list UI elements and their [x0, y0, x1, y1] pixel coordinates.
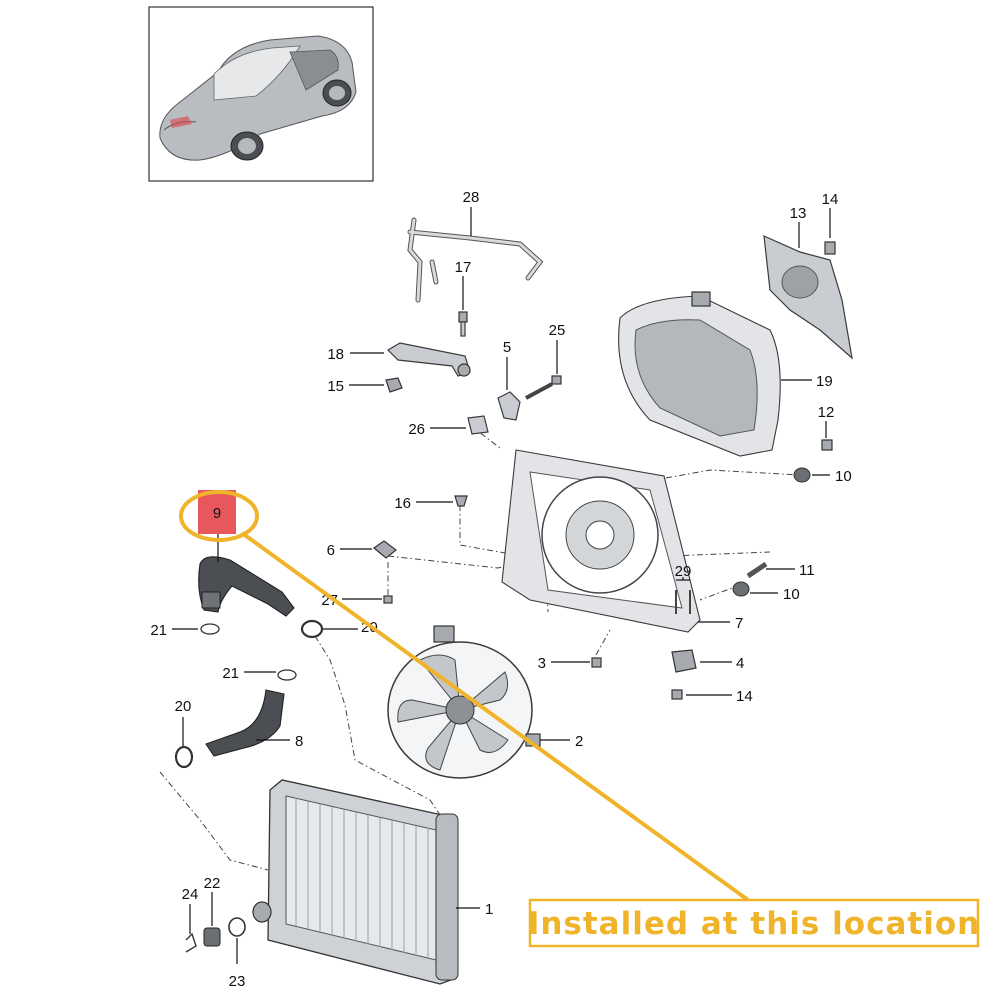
part-11-bolt — [746, 561, 768, 579]
part-24-clip — [185, 932, 197, 953]
part-20-clamp-upper — [300, 619, 324, 639]
label-2: 2 — [575, 733, 583, 750]
part-2-fan — [387, 625, 541, 779]
leader-lines — [172, 207, 831, 964]
part-3-bolt — [591, 657, 602, 668]
callout-text: Installed at this location — [528, 906, 980, 942]
label-29: 29 — [675, 563, 692, 580]
label-19: 19 — [816, 373, 833, 390]
label-5: 5 — [503, 339, 511, 356]
part-19-air-duct — [618, 291, 781, 457]
part-8-lower-hose — [205, 689, 285, 757]
label-10-bottom: 10 — [783, 586, 800, 603]
label-21-upper: 21 — [150, 622, 167, 639]
label-22: 22 — [204, 875, 221, 892]
label-11: 11 — [799, 562, 815, 579]
label-21-lower: 21 — [222, 665, 239, 682]
part-13-cover-plate — [763, 235, 853, 360]
label-3: 3 — [538, 655, 546, 672]
part-18-bracket-hose — [387, 342, 471, 377]
part-20-clamp-lower — [174, 745, 194, 769]
part-25-bolt — [525, 375, 562, 400]
callout-box — [528, 898, 980, 948]
part-22-drain-plug — [203, 927, 221, 947]
label-27: 27 — [321, 592, 338, 609]
part-9-highlight — [198, 490, 236, 534]
label-23: 23 — [229, 973, 246, 990]
part-27-bolt — [383, 595, 393, 604]
label-9: 9 — [213, 505, 221, 522]
label-4: 4 — [736, 655, 744, 672]
label-8: 8 — [295, 733, 303, 750]
part-4-bracket — [671, 649, 697, 673]
part-10-grommet-bottom — [732, 581, 750, 597]
label-24: 24 — [182, 886, 199, 903]
label-18: 18 — [327, 346, 344, 363]
part-14-clip-bottom — [671, 689, 683, 700]
label-12: 12 — [818, 404, 835, 421]
label-6: 6 — [327, 542, 335, 559]
label-1: 1 — [485, 901, 493, 918]
part-10-grommet-top — [793, 467, 811, 483]
part-9-upper-hose — [198, 556, 295, 617]
part-26-clip-nut — [467, 415, 489, 435]
part-17-bolt — [458, 311, 468, 337]
part-23-seal — [228, 917, 246, 937]
label-7: 7 — [735, 615, 743, 632]
label-13: 13 — [790, 205, 807, 222]
part-6-bracket — [373, 540, 397, 559]
label-17: 17 — [455, 259, 472, 276]
part-5-bracket — [497, 391, 521, 421]
label-16: 16 — [394, 495, 411, 512]
label-10-top: 10 — [835, 468, 852, 485]
label-15: 15 — [327, 378, 344, 395]
label-14-bottom: 14 — [736, 688, 753, 705]
part-1-radiator — [252, 779, 459, 985]
part-21-o-ring-upper — [200, 623, 220, 635]
part-28-pipe — [407, 217, 544, 303]
label-14-top: 14 — [822, 191, 839, 208]
part-7-fan-shroud — [501, 449, 701, 633]
part-16-clip — [454, 495, 468, 507]
label-28: 28 — [463, 189, 480, 206]
part-12-clip — [821, 439, 833, 451]
callout-circle — [179, 490, 259, 542]
installation-callout: Installed at this location — [179, 490, 980, 948]
label-20-lower: 20 — [175, 698, 192, 715]
part-29-screws — [675, 590, 691, 614]
label-26: 26 — [408, 421, 425, 438]
callout-pointer-line — [240, 531, 750, 902]
part-14-clip-top — [824, 241, 836, 255]
part-15-clip — [385, 377, 403, 393]
part-21-o-ring-lower — [277, 669, 297, 681]
vehicle-thumbnail — [148, 6, 374, 182]
label-25: 25 — [549, 322, 566, 339]
